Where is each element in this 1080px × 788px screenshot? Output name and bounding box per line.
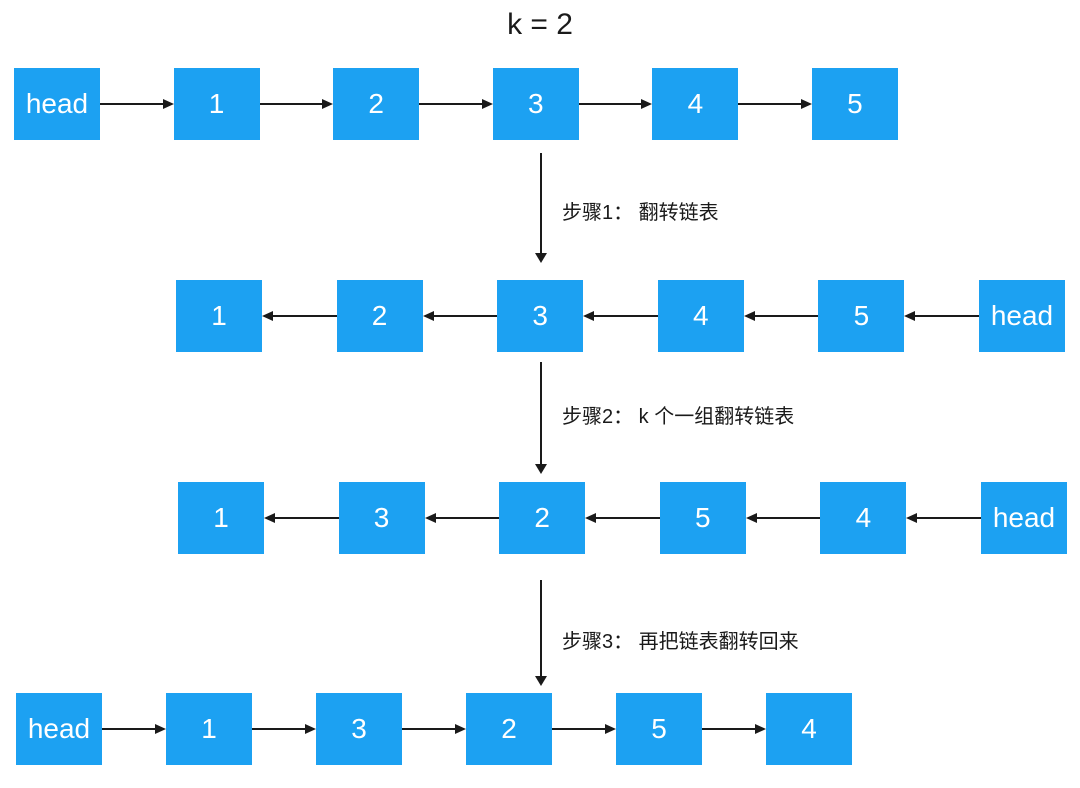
- left-arrow: [904, 280, 979, 352]
- node-box: 1: [166, 693, 252, 765]
- node-box: 2: [333, 68, 420, 140]
- step1-label: 步骤1： 翻转链表: [562, 202, 719, 224]
- right-arrow: [702, 693, 766, 765]
- linked-list-row-reversed: 1 2 3 4 5 head: [176, 280, 1065, 352]
- right-arrow: [578, 68, 653, 140]
- node-box: 4: [657, 280, 744, 352]
- node-box: 5: [811, 68, 898, 140]
- left-arrow: [585, 482, 660, 554]
- down-arrow-step3: [534, 580, 548, 686]
- node-box: 3: [316, 693, 402, 765]
- right-arrow: [100, 68, 174, 140]
- node-box: 5: [818, 280, 905, 352]
- right-arrow: [102, 693, 166, 765]
- node-box: head: [14, 68, 100, 140]
- node-box: 4: [766, 693, 852, 765]
- node-box: head: [16, 693, 102, 765]
- node-box: 4: [652, 68, 739, 140]
- right-arrow: [259, 68, 334, 140]
- node-box: 5: [616, 693, 702, 765]
- diagram-title: k = 2: [507, 8, 573, 41]
- linked-list-row-k-group-reversed: 1 3 2 5 4 head: [178, 482, 1067, 554]
- node-box: 2: [466, 693, 552, 765]
- right-arrow: [552, 693, 616, 765]
- node-box: 3: [497, 280, 584, 352]
- left-arrow: [424, 482, 500, 554]
- arrow-down-icon: [535, 464, 547, 474]
- node-box: 1: [176, 280, 262, 352]
- left-arrow: [743, 280, 819, 352]
- arrow-down-icon: [535, 676, 547, 686]
- node-box: 1: [173, 68, 260, 140]
- left-arrow: [262, 280, 337, 352]
- node-box: 2: [499, 482, 586, 554]
- left-arrow: [422, 280, 498, 352]
- node-box: 3: [492, 68, 579, 140]
- linked-list-row-final: head 1 3 2 5 4: [16, 693, 852, 765]
- node-box: 3: [338, 482, 425, 554]
- left-arrow: [745, 482, 821, 554]
- node-box: 1: [178, 482, 264, 554]
- node-box: 2: [336, 280, 423, 352]
- right-arrow: [419, 68, 493, 140]
- node-box: head: [978, 280, 1065, 352]
- right-arrow: [402, 693, 466, 765]
- right-arrow: [252, 693, 316, 765]
- left-arrow: [583, 280, 658, 352]
- node-box: 5: [659, 482, 746, 554]
- step2-label: 步骤2： k 个一组翻转链表: [562, 406, 795, 428]
- left-arrow: [906, 482, 981, 554]
- left-arrow: [264, 482, 339, 554]
- down-arrow-step1: [534, 153, 548, 263]
- step3-label: 步骤3： 再把链表翻转回来: [562, 631, 799, 653]
- node-box: 4: [820, 482, 907, 554]
- right-arrow: [738, 68, 812, 140]
- arrow-down-icon: [535, 253, 547, 263]
- node-box: head: [980, 482, 1067, 554]
- linked-list-row-original: head 1 2 3 4 5: [14, 68, 898, 140]
- down-arrow-step2: [534, 362, 548, 474]
